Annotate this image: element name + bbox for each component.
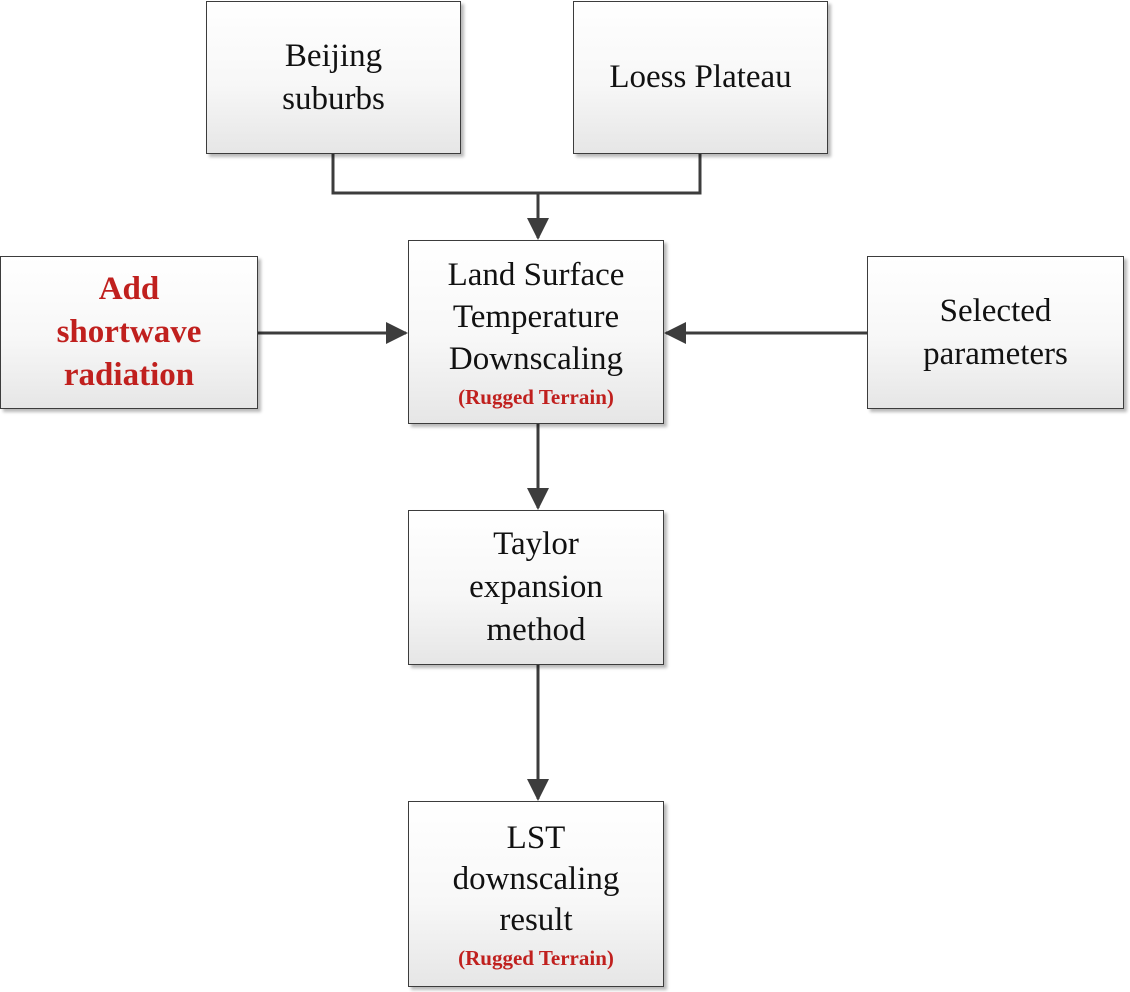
node-lst-down-line-1: Land Surface — [447, 257, 625, 293]
node-taylor-line-3: method — [486, 612, 586, 648]
node-lst-downscaling: Land Surface Temperature Downscaling (Ru… — [408, 240, 664, 424]
node-lst-down-line-3: Downscaling — [448, 341, 624, 377]
node-taylor-line-2: expansion — [469, 569, 603, 605]
node-lst-down-note: (Rugged Terrain) — [458, 385, 614, 409]
node-taylor-line-1: Taylor — [493, 526, 579, 562]
node-beijing-line-1: Beijing — [284, 37, 383, 74]
node-loess-line-1: Loess Plateau — [609, 59, 792, 95]
node-beijing-line-2: suburbs — [282, 80, 385, 117]
node-result-note: (Rugged Terrain) — [458, 945, 614, 970]
node-beijing-suburbs: Beijing suburbs — [206, 1, 461, 154]
edge-beijing-merge — [331, 154, 538, 195]
node-add-shortwave-radiation: Add shortwave radiation — [0, 256, 258, 409]
node-lst-downscaling-result: LST downscaling result (Rugged Terrain) — [408, 801, 664, 987]
node-loess-plateau: Loess Plateau — [573, 1, 828, 154]
node-shortwave-line-2: shortwave — [56, 314, 202, 350]
node-shortwave-line-3: radiation — [63, 357, 195, 393]
node-result-line-2: downscaling — [452, 860, 620, 897]
edge-loess-merge — [538, 154, 702, 195]
node-selected-line-2: parameters — [923, 335, 1068, 372]
node-selected-line-1: Selected — [939, 292, 1052, 329]
node-lst-down-line-2: Temperature — [452, 299, 620, 335]
node-result-line-3: result — [499, 901, 573, 938]
node-shortwave-line-1: Add — [98, 271, 160, 307]
node-result-line-1: LST — [506, 819, 566, 856]
node-taylor-expansion-method: Taylor expansion method — [408, 510, 664, 665]
node-selected-parameters: Selected parameters — [867, 256, 1124, 409]
